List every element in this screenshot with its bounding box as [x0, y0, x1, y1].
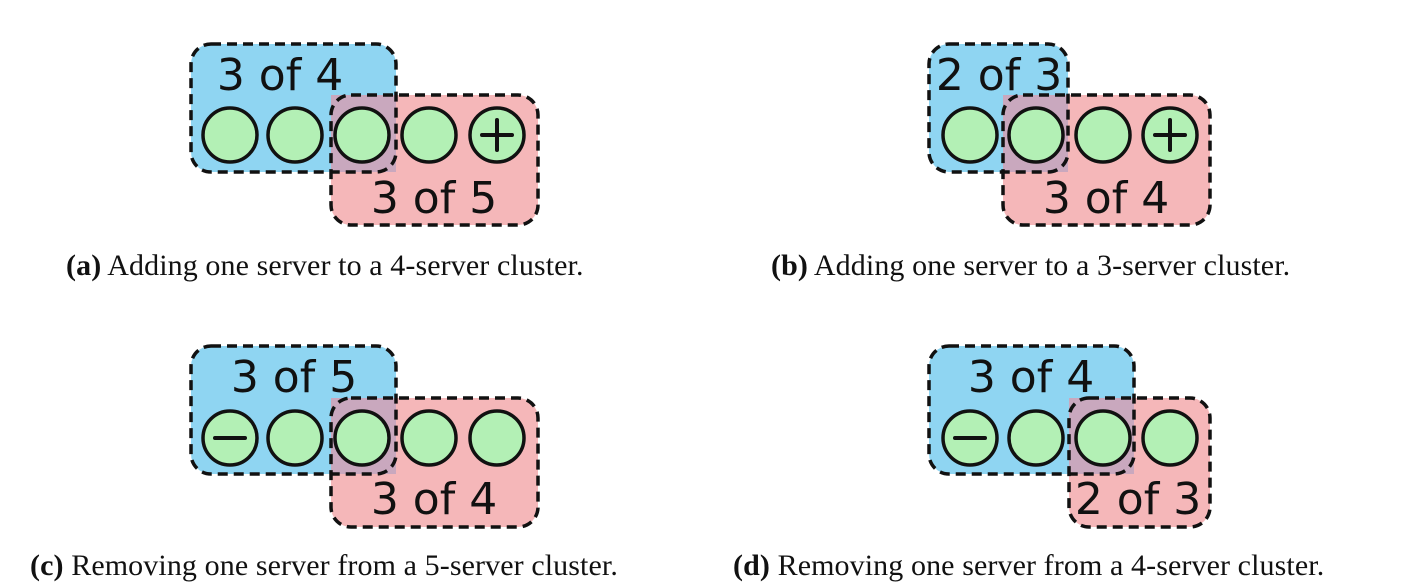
old-config-label: 3 of 4 — [968, 352, 1094, 403]
new-config-label: 3 of 4 — [1043, 173, 1169, 224]
caption-tag: (a) — [66, 249, 102, 282]
new-config-outline — [1001, 93, 1212, 227]
caption-tag: (b) — [771, 249, 808, 282]
new-config-label: 2 of 3 — [1075, 474, 1201, 525]
panel-d: 3 of 4 2 of 3 — [927, 344, 1212, 529]
server-node — [266, 409, 324, 467]
caption-text: Removing one server from a 4-server clus… — [777, 549, 1325, 582]
new-config-outline — [329, 93, 540, 227]
old-config-outline — [927, 344, 1136, 476]
caption-tag: (c) — [30, 549, 64, 582]
old-config-outline — [189, 344, 398, 476]
caption-d: (d) Removing one server from a 4-server … — [733, 549, 1324, 583]
server-node — [1007, 106, 1065, 164]
caption-b: (b) Adding one server to a 3-server clus… — [771, 249, 1290, 283]
new-config-label: 3 of 5 — [371, 173, 497, 224]
server-node — [941, 106, 999, 164]
new-config-outline — [329, 396, 540, 529]
new-config-label: 3 of 4 — [371, 474, 497, 525]
plus-icon — [1153, 118, 1187, 152]
caption-text: Removing one server from a 5-server clus… — [71, 549, 618, 582]
old-config-label: 2 of 3 — [936, 50, 1062, 101]
caption-tag: (d) — [733, 549, 770, 582]
plus-icon — [480, 118, 514, 152]
old-config-label: 3 of 5 — [231, 352, 357, 403]
server-node — [266, 106, 324, 164]
caption-a: (a) Adding one server to a 4-server clus… — [66, 249, 584, 283]
server-node — [333, 106, 391, 164]
caption-text: Adding one server to a 3-server cluster. — [813, 249, 1291, 282]
server-node — [468, 409, 526, 467]
server-node — [201, 106, 259, 164]
caption-c: (c) Removing one server from a 5-server … — [30, 549, 618, 583]
caption-text: Adding one server to a 4-server cluster. — [107, 249, 584, 282]
server-node — [400, 409, 458, 467]
quorum-diagram: 3 of 4 3 of 5 2 of 3 3 of 4 — [189, 42, 1212, 529]
old-config-label: 3 of 4 — [217, 50, 343, 101]
server-node — [1007, 409, 1065, 467]
panel-c: 3 of 5 3 of 4 — [189, 344, 540, 529]
panel-b: 2 of 3 3 of 4 — [927, 42, 1212, 227]
server-node — [1141, 409, 1199, 467]
old-config-outline — [189, 42, 398, 174]
server-node — [333, 409, 391, 467]
server-node — [1074, 409, 1132, 467]
new-config-outline — [1067, 396, 1212, 529]
old-config-outline — [927, 42, 1070, 174]
server-node — [1074, 106, 1132, 164]
panel-a: 3 of 4 3 of 5 — [189, 42, 540, 227]
server-node — [400, 106, 458, 164]
